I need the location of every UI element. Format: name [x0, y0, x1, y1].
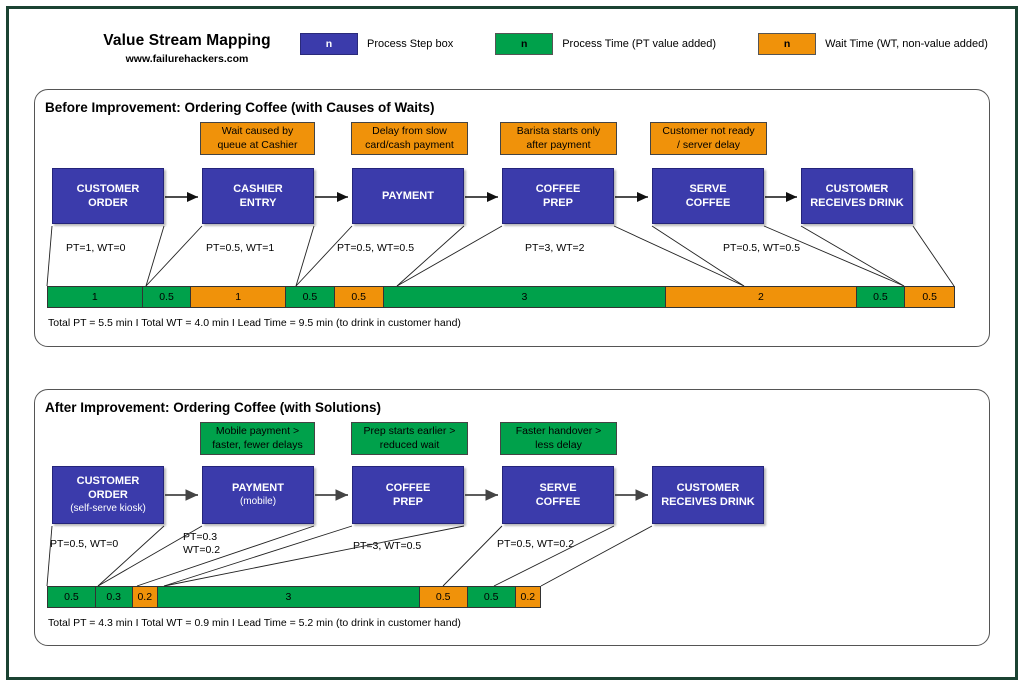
panel-after-title: After Improvement: Ordering Coffee (with…: [45, 400, 382, 415]
process-box-before-2-line2: ENTRY: [239, 197, 277, 209]
summary-before: Total PT = 5.5 min I Total WT = 4.0 min …: [48, 317, 461, 329]
timeline-after-seg-5: 0.5: [419, 587, 468, 607]
legend: n Process Step box n Process Time (PT va…: [300, 31, 1024, 57]
cause-note-3-line1: Barista starts only: [516, 125, 601, 137]
cause-note-1-line2: queue at Cashier: [217, 138, 298, 151]
cause-note-4-line1: Customer not ready: [662, 125, 755, 137]
legend-swatch-green: n: [495, 33, 554, 55]
cause-note-1: Wait caused by queue at Cashier: [200, 122, 315, 155]
process-box-after-5[interactable]: CUSTOMER RECEIVES DRINK: [652, 466, 764, 524]
process-box-after-1-line2: ORDER: [88, 489, 128, 501]
cause-note-2-line1: Delay from slow: [372, 125, 447, 137]
cause-note-1-line1: Wait caused by: [221, 125, 294, 137]
ptwt-after-1: PT=0.5, WT=0: [50, 538, 119, 550]
process-box-before-2[interactable]: CASHIER ENTRY: [202, 168, 314, 224]
legend-label-process-step: Process Step box: [367, 38, 454, 50]
solution-note-2: Prep starts earlier > reduced wait: [351, 422, 468, 455]
legend-swatch-orange: n: [758, 33, 817, 55]
timeline-before-seg-6: 3: [383, 287, 667, 307]
timeline-after-seg-3: 0.2: [132, 587, 158, 607]
panel-before-title: Before Improvement: Ordering Coffee (wit…: [45, 100, 435, 115]
process-box-after-1-line3: (self-serve kiosk): [70, 503, 146, 514]
ptwt-before-2: PT=0.5, WT=1: [206, 242, 275, 254]
process-box-after-3-line1: COFFEE: [385, 482, 431, 494]
process-box-before-6-line1: CUSTOMER: [825, 183, 889, 195]
cause-note-2: Delay from slow card/cash payment: [351, 122, 468, 155]
process-box-before-3-line1: PAYMENT: [382, 190, 434, 202]
ptwt-before-1: PT=1, WT=0: [66, 242, 126, 254]
timeline-after-seg-4: 3: [157, 587, 420, 607]
solution-note-3-line1: Faster handover >: [515, 425, 602, 437]
ptwt-after-4: PT=0.5, WT=0.2: [497, 538, 575, 550]
process-box-before-1[interactable]: CUSTOMER ORDER: [52, 168, 164, 224]
solution-note-3-line2: less delay: [535, 438, 582, 451]
process-box-after-4[interactable]: SERVE COFFEE: [502, 466, 614, 524]
timeline-before: 1 0.5 1 0.5 0.5 3 2 0.5 0.5: [47, 286, 955, 308]
process-box-before-1-line1: CUSTOMER: [76, 183, 140, 195]
process-box-before-4[interactable]: COFFEE PREP: [502, 168, 614, 224]
ptwt-after-2: PT=0.3 WT=0.2: [183, 531, 221, 556]
cause-note-3: Barista starts only after payment: [500, 122, 617, 155]
legend-item-process-step: n Process Step box: [300, 33, 453, 55]
solution-note-1-line1: Mobile payment >: [215, 425, 300, 437]
timeline-before-seg-5: 0.5: [334, 287, 384, 307]
timeline-after-seg-1: 0.5: [48, 587, 96, 607]
process-box-before-6[interactable]: CUSTOMER RECEIVES DRINK: [801, 168, 913, 224]
timeline-before-seg-1: 1: [48, 287, 143, 307]
legend-swatch-blue: n: [300, 33, 358, 55]
cause-note-4-line2: / server delay: [676, 138, 741, 151]
timeline-after-seg-2: 0.3: [95, 587, 133, 607]
process-box-before-1-line2: ORDER: [88, 197, 128, 209]
process-box-after-1[interactable]: CUSTOMER ORDER (self-serve kiosk): [52, 466, 164, 524]
process-box-before-5[interactable]: SERVE COFFEE: [652, 168, 764, 224]
process-box-after-1-line1: CUSTOMER: [76, 475, 140, 487]
timeline-before-seg-8: 0.5: [856, 287, 906, 307]
process-box-before-6-line2: RECEIVES DRINK: [810, 197, 904, 209]
ptwt-before-4: PT=3, WT=2: [525, 242, 585, 254]
title-block: Value Stream Mapping www.failurehackers.…: [72, 32, 302, 66]
process-box-after-2-line2: (mobile): [239, 496, 277, 507]
cause-note-2-line2: card/cash payment: [365, 138, 454, 151]
page-title: Value Stream Mapping: [103, 32, 271, 49]
timeline-after-seg-6: 0.5: [467, 587, 516, 607]
ptwt-before-3: PT=0.5, WT=0.5: [337, 242, 415, 254]
process-box-after-5-line2: RECEIVES DRINK: [661, 496, 755, 508]
process-box-before-3[interactable]: PAYMENT: [352, 168, 464, 224]
timeline-before-seg-7: 2: [666, 287, 857, 307]
timeline-before-seg-2: 0.5: [142, 287, 192, 307]
legend-label-process-time: Process Time (PT value added): [562, 38, 717, 50]
timeline-before-seg-3: 1: [191, 287, 287, 307]
process-box-after-4-line1: SERVE: [539, 482, 577, 494]
cause-note-4: Customer not ready / server delay: [650, 122, 767, 155]
timeline-after: 0.5 0.3 0.2 3 0.5 0.5 0.2: [47, 586, 541, 608]
solution-note-1: Mobile payment > faster, fewer delays: [200, 422, 315, 455]
page-subtitle-url: www.failurehackers.com: [125, 53, 249, 65]
process-box-after-3-line2: PREP: [393, 496, 423, 508]
process-box-after-2[interactable]: PAYMENT (mobile): [202, 466, 314, 524]
legend-label-wait-time: Wait Time (WT, non-value added): [825, 38, 988, 50]
cause-note-3-line2: after payment: [526, 138, 591, 151]
solution-note-2-line2: reduced wait: [379, 438, 440, 451]
solution-note-3: Faster handover > less delay: [500, 422, 617, 455]
process-box-before-5-line2: COFFEE: [685, 197, 731, 209]
process-box-before-4-line2: PREP: [543, 197, 573, 209]
legend-item-wait-time: n Wait Time (WT, non-value added): [758, 33, 988, 55]
process-box-after-3[interactable]: COFFEE PREP: [352, 466, 464, 524]
solution-note-2-line1: Prep starts earlier >: [363, 425, 456, 437]
process-box-before-2-line1: CASHIER: [233, 183, 283, 195]
ptwt-before-5: PT=0.5, WT=0.5: [723, 242, 801, 254]
timeline-after-seg-7: 0.2: [515, 587, 540, 607]
timeline-before-seg-4: 0.5: [286, 287, 335, 307]
legend-item-process-time: n Process Time (PT value added): [495, 33, 716, 55]
process-box-after-4-line2: COFFEE: [535, 496, 581, 508]
process-box-after-5-line1: CUSTOMER: [676, 482, 740, 494]
solution-note-1-line2: faster, fewer delays: [212, 438, 303, 451]
ptwt-after-3: PT=3, WT=0.5: [353, 540, 422, 552]
summary-after: Total PT = 4.3 min I Total WT = 0.9 min …: [48, 617, 461, 629]
process-box-before-4-line1: COFFEE: [535, 183, 581, 195]
process-box-after-2-line1: PAYMENT: [232, 482, 284, 494]
timeline-before-seg-9: 0.5: [905, 287, 954, 307]
process-box-before-5-line1: SERVE: [689, 183, 727, 195]
